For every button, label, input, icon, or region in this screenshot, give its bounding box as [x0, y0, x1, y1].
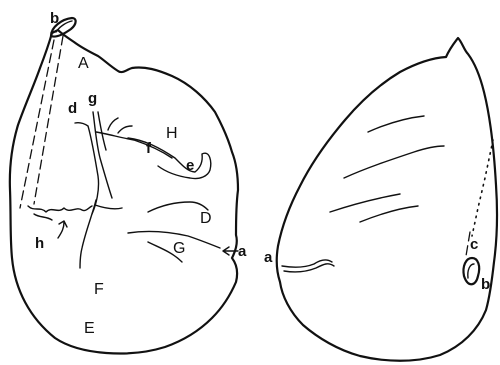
label-E: E — [84, 320, 95, 337]
label-c: c — [470, 236, 478, 253]
right-specimen-outline — [275, 36, 499, 362]
fissure-D-upper — [147, 201, 209, 213]
lobe-e-outline — [127, 137, 212, 180]
fissure-G — [127, 230, 221, 249]
arrow-a-left — [222, 246, 239, 256]
fissure-G-lower — [147, 241, 183, 263]
fissure-h — [27, 205, 93, 213]
right-dashed-line — [465, 231, 471, 257]
label-f: f — [146, 140, 152, 157]
stem-down — [79, 199, 97, 269]
right-nodule-b — [462, 256, 481, 286]
label-A: A — [78, 55, 89, 72]
fissure-f-branch-2 — [107, 117, 119, 131]
left-nodule-b — [49, 16, 77, 38]
label-e: e — [186, 157, 194, 174]
label-b-left: b — [50, 10, 59, 27]
label-b-right: b — [481, 276, 490, 293]
right-gyrus-3 — [329, 193, 401, 213]
vessel-d — [74, 122, 100, 215]
right-gyrus-1 — [367, 115, 425, 133]
stem-branch — [94, 204, 123, 210]
right-nodule-b-inner — [467, 263, 475, 279]
left-specimen-outline — [8, 28, 240, 355]
vessel-g-2 — [97, 111, 107, 151]
right-groove-a — [281, 259, 335, 273]
arrow-h — [57, 220, 68, 239]
label-F: F — [94, 281, 104, 298]
left-nodule-b-inner — [55, 20, 73, 33]
right-brain-specimen: a c b — [264, 36, 499, 362]
fissure-f — [95, 131, 173, 159]
right-gyrus-4 — [359, 205, 419, 223]
label-H: H — [166, 125, 178, 142]
label-a-left: a — [238, 243, 247, 260]
fissure-h-lower — [33, 213, 53, 221]
label-G: G — [173, 240, 185, 257]
left-dashed-line-1 — [19, 39, 55, 209]
fissure-f-branch-1 — [117, 125, 133, 134]
vessel-g — [92, 111, 113, 199]
label-a-right: a — [264, 249, 273, 266]
left-dashed-line-2 — [33, 35, 64, 205]
label-h: h — [35, 235, 44, 252]
label-D: D — [200, 210, 212, 227]
label-g: g — [88, 90, 97, 107]
right-gyrus-2 — [343, 145, 445, 179]
right-dotted-line — [471, 139, 494, 237]
label-d: d — [68, 100, 77, 117]
left-brain-specimen: b A d g f H e D G a h F E — [8, 10, 247, 355]
